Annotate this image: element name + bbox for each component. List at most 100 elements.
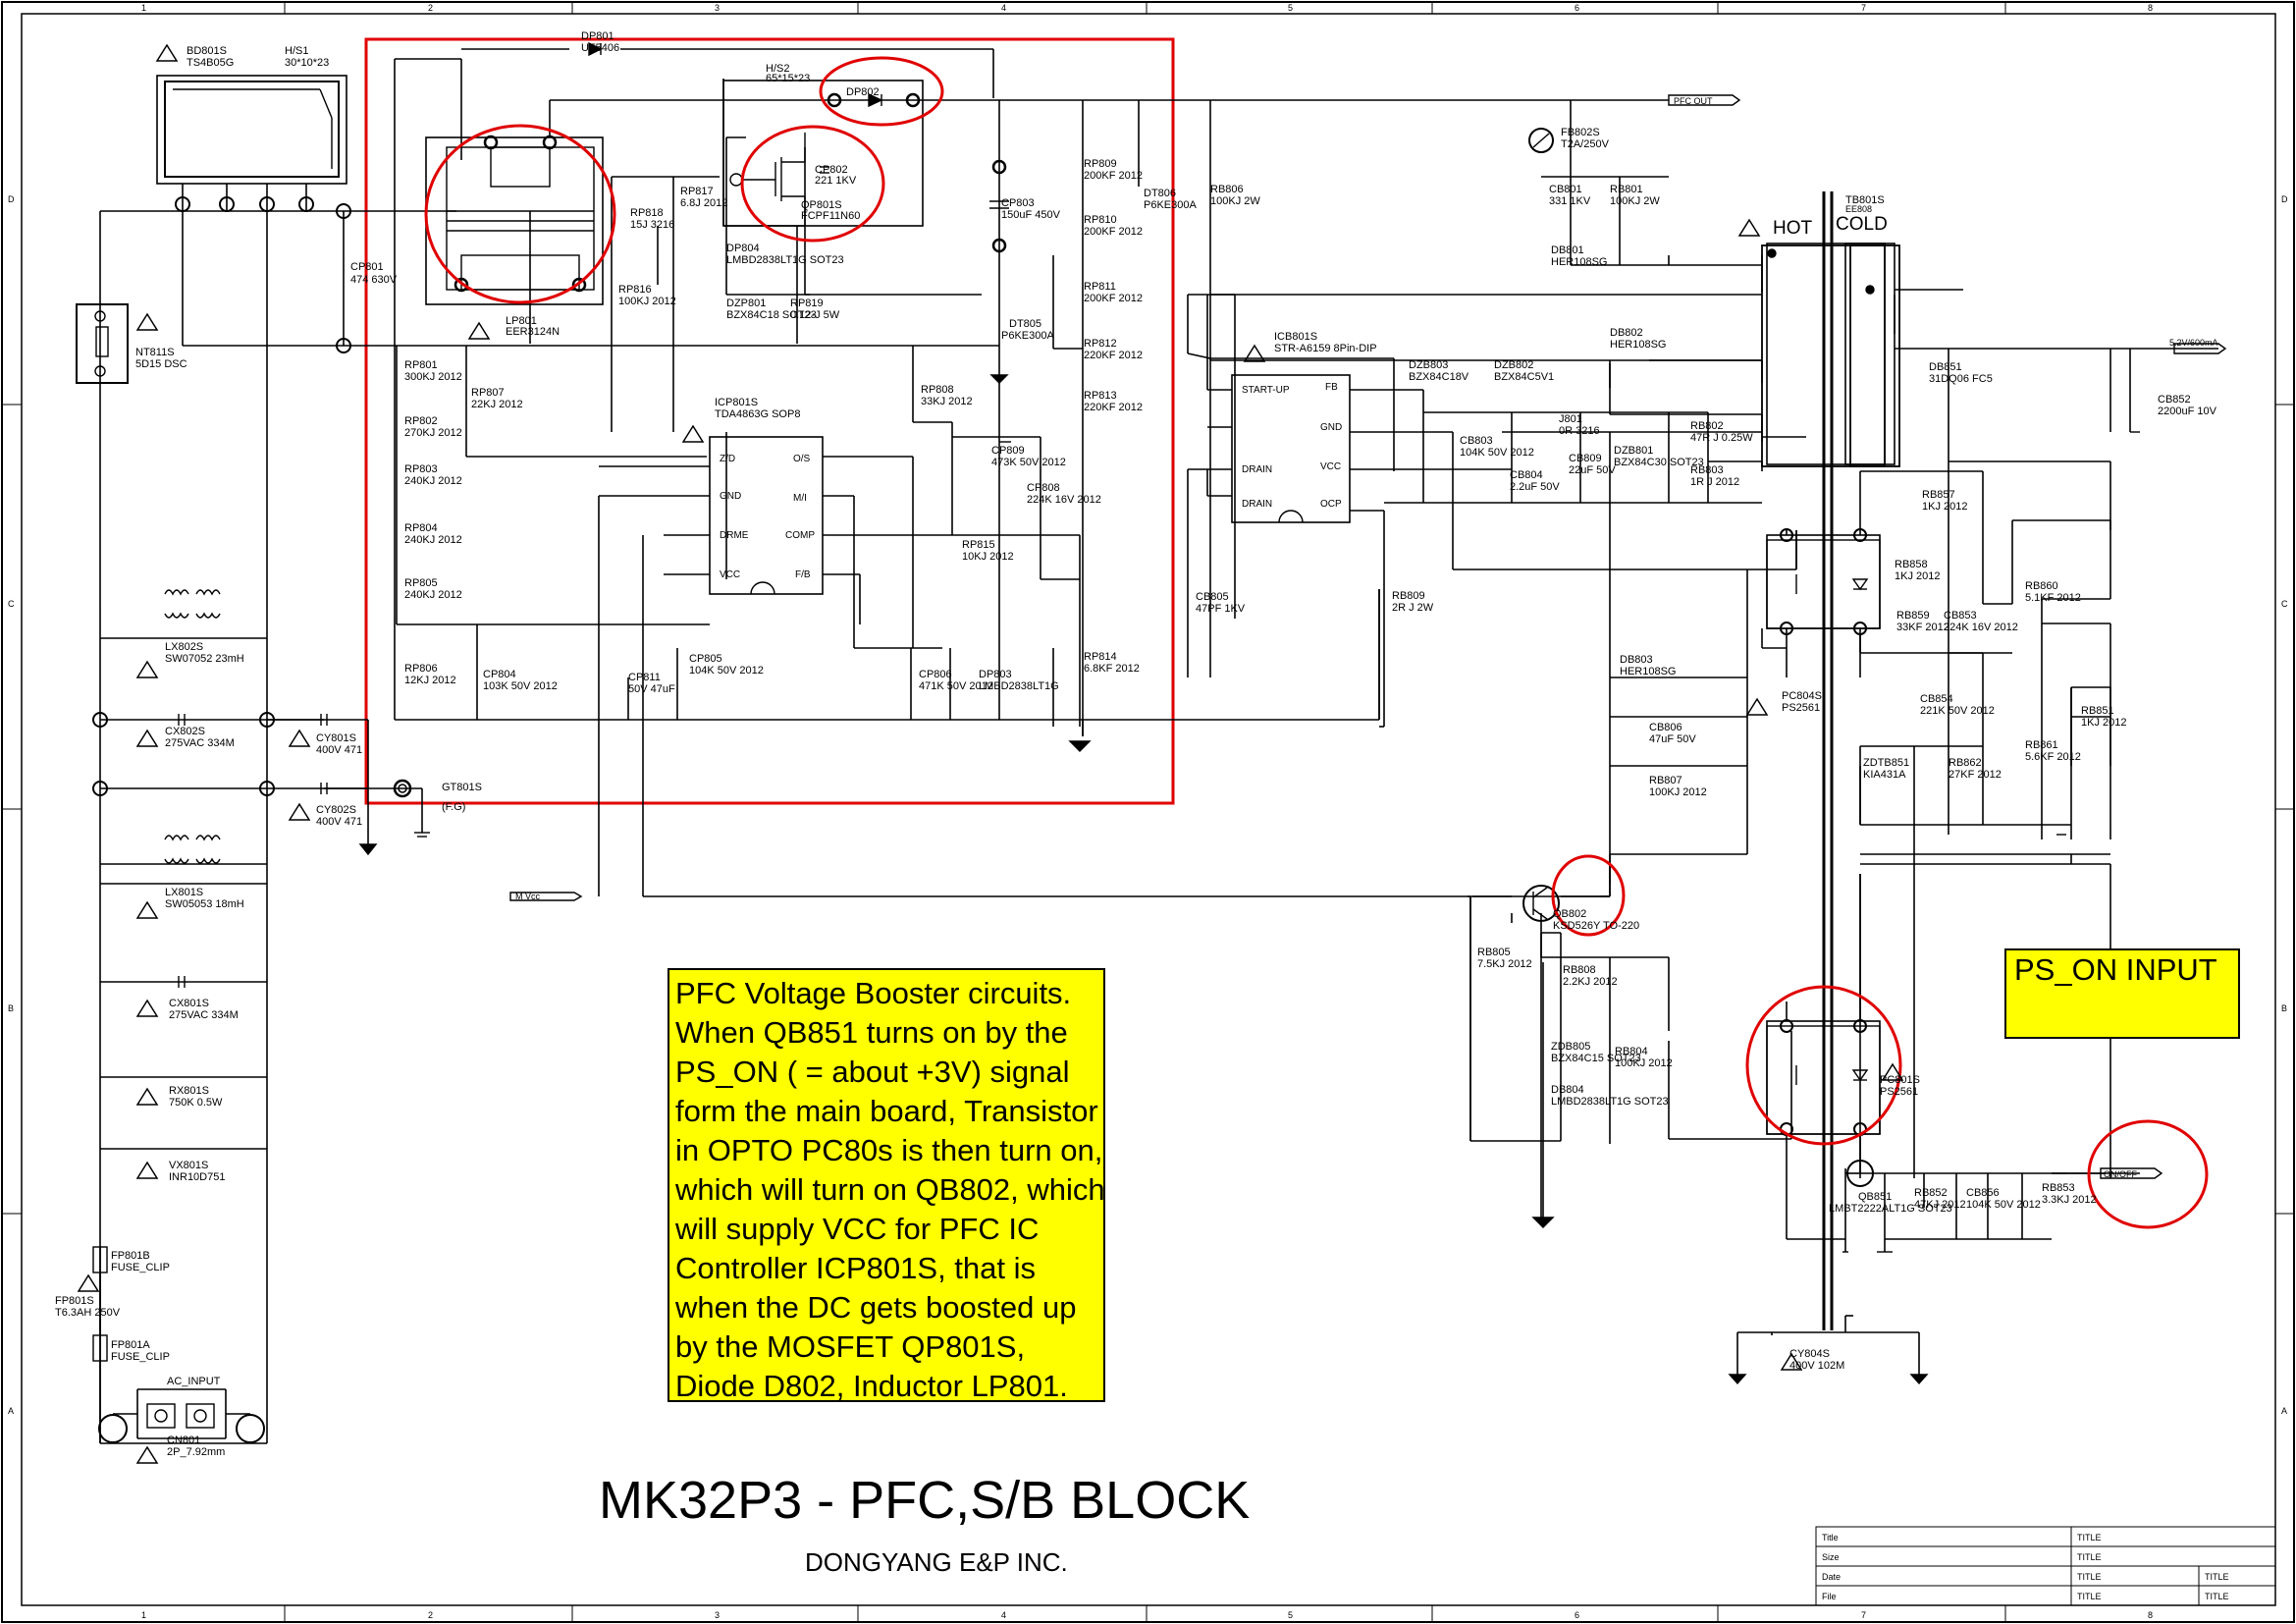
value-label: P6KE300A bbox=[1144, 199, 1197, 211]
warning-triangle-icon bbox=[135, 312, 159, 331]
pfc-block-highlight bbox=[364, 37, 1175, 805]
ref-label: RP814 bbox=[1084, 651, 1117, 663]
value-label: BZX84C18V bbox=[1409, 371, 1469, 383]
value-label: P6KE300A bbox=[1001, 330, 1054, 342]
note-line: by the MOSFET QP801S, bbox=[675, 1329, 1026, 1364]
ref-label: AC_INPUT bbox=[167, 1376, 221, 1387]
ref-label: RB851 bbox=[2081, 705, 2114, 717]
value-label: 471K 50V 2012 bbox=[919, 680, 993, 692]
col-label: 4 bbox=[1001, 1610, 1006, 1620]
value-label: LMBT2222ALT1G SOT23 bbox=[1829, 1203, 1952, 1215]
ref-label: CP806 bbox=[919, 669, 952, 680]
value-label: 224K 16V 2012 bbox=[1944, 622, 2018, 633]
warning-triangle-icon bbox=[135, 1087, 159, 1106]
value-label: 200KF 2012 bbox=[1084, 226, 1143, 238]
value-label: 5.1KF 2012 bbox=[2025, 592, 2081, 604]
ref-label: RP803 bbox=[404, 463, 438, 475]
ref-label: RB801 bbox=[1610, 184, 1643, 195]
value-label: 22KJ 2012 bbox=[471, 399, 523, 410]
value-label: 5D15 DSC bbox=[135, 358, 187, 370]
note-line: which will turn on QB802, which bbox=[675, 1172, 1105, 1207]
value-label: 31DQ06 FC5 bbox=[1929, 373, 1993, 385]
ref-label: RP801 bbox=[404, 359, 438, 371]
title-block-cell: TITLE bbox=[2077, 1572, 2102, 1582]
ref-label: RB857 bbox=[1922, 489, 1955, 501]
ref-label: LX801S bbox=[165, 887, 203, 898]
value-label: 100KJ 2012 bbox=[1615, 1057, 1673, 1069]
cold-label: COLD bbox=[1836, 214, 1888, 235]
value-label: 2R J 2W bbox=[1392, 602, 1434, 614]
value-label: 33KF 2012 bbox=[1896, 622, 1949, 633]
col-label: 6 bbox=[1575, 1610, 1579, 1620]
ref-label: CB854 bbox=[1920, 693, 1953, 705]
warning-triangle-icon bbox=[681, 424, 705, 443]
icb-pin-label: DRAIN bbox=[1242, 464, 1272, 475]
ref-label: RB859 bbox=[1896, 610, 1930, 622]
value-label: 200KF 2012 bbox=[1084, 293, 1143, 304]
value-label: 65*15*23 bbox=[766, 73, 810, 84]
col-label: 1 bbox=[141, 3, 146, 13]
ref-label: CB853 bbox=[1944, 610, 1977, 622]
note-line: When QB851 turns on by the bbox=[675, 1015, 1068, 1050]
ps-on-input-box: PS_ON INPUT bbox=[2004, 948, 2240, 1039]
icb-pin-label: FB bbox=[1325, 382, 1338, 393]
value-label: BZX84C30 SOT23 bbox=[1614, 457, 1704, 468]
ref-label: DT806 bbox=[1144, 188, 1176, 199]
row-label: B bbox=[8, 1003, 14, 1013]
col-label: 2 bbox=[428, 3, 433, 13]
value-label: 33KJ 2012 bbox=[921, 396, 973, 407]
ref-label: VX801S bbox=[169, 1160, 208, 1171]
ref-label: RB853 bbox=[2042, 1182, 2075, 1194]
ref-label: CY802S bbox=[316, 804, 356, 816]
net-on-off: ON/OFF bbox=[2104, 1169, 2137, 1179]
col-label: 5 bbox=[1288, 1610, 1293, 1620]
value-label: 240KJ 2012 bbox=[404, 475, 462, 487]
ref-label: RP817 bbox=[680, 186, 714, 197]
net-labels: PFC OUT M Vcc ON/OFF 5.2V/600mA bbox=[515, 96, 2218, 1179]
col-label: 5 bbox=[1288, 3, 1293, 13]
value-label: 240KJ 2012 bbox=[404, 534, 462, 546]
diode-highlight bbox=[819, 56, 944, 127]
value-label: 2.2KJ 2012 bbox=[1563, 976, 1618, 988]
value-label: 0.12-J 5W bbox=[790, 309, 840, 321]
value-label: LMBD2838LT1G bbox=[979, 680, 1059, 692]
ref-label: RB852 bbox=[1914, 1187, 1948, 1199]
ref-label: ZDB805 bbox=[1551, 1041, 1590, 1053]
ref-label: RB862 bbox=[1949, 757, 1982, 769]
net-5v2: 5.2V/600mA bbox=[2169, 338, 2218, 348]
ref-label: RP807 bbox=[471, 387, 505, 399]
value-label: BZX84C5V1 bbox=[1494, 371, 1554, 383]
note-line: form the main board, Transistor bbox=[675, 1094, 1098, 1128]
ref-label: QB802 bbox=[1553, 908, 1586, 920]
warning-triangle-icon bbox=[1243, 344, 1266, 362]
ref-label: RP813 bbox=[1084, 390, 1117, 402]
title-block-cell: TITLE bbox=[2077, 1552, 2102, 1562]
ref-label: CP803 bbox=[1001, 197, 1035, 209]
row-label: A bbox=[8, 1406, 14, 1416]
ref-label: RP812 bbox=[1084, 338, 1117, 350]
explanation-note: PFC Voltage Booster circuits. When QB851… bbox=[667, 968, 1105, 1403]
value-label: 2200uF 10V bbox=[2158, 406, 2217, 417]
ref-label: CP801 bbox=[350, 261, 384, 273]
ref-label: CY801S bbox=[316, 732, 356, 744]
value-label: 12KJ 2012 bbox=[404, 675, 456, 686]
value-label: UF5406 bbox=[581, 42, 619, 54]
ref-label: H/S2 bbox=[766, 63, 789, 75]
note-line: PS_ON ( = about +3V) signal bbox=[675, 1055, 1070, 1089]
note-line: will supply VCC for PFC IC bbox=[675, 1212, 1040, 1246]
ref-label: NT811S bbox=[135, 347, 175, 358]
ref-label: RB861 bbox=[2025, 739, 2058, 751]
value-label: 300KJ 2012 bbox=[404, 371, 462, 383]
ref-label: GT801S bbox=[442, 782, 482, 793]
value-label: 0R 3216 bbox=[1559, 425, 1600, 437]
value-label: 240KJ 2012 bbox=[404, 589, 462, 601]
value-label: BZX84C18 SOT23 bbox=[726, 309, 817, 321]
value-label: 15J 3216 bbox=[630, 219, 674, 231]
title-block-text: Title Size Date File TITLE TITLE TITLE T… bbox=[1822, 1533, 2229, 1601]
value-label: 1KJ 2012 bbox=[1895, 570, 1940, 582]
icp-pin-label: GND bbox=[720, 491, 741, 502]
ref-label: RB860 bbox=[2025, 580, 2058, 592]
value-label: LMBD2838LT1G SOT23 bbox=[1551, 1096, 1669, 1108]
value-label: PS2561 bbox=[1880, 1086, 1918, 1098]
ref-label: RB808 bbox=[1563, 964, 1596, 976]
